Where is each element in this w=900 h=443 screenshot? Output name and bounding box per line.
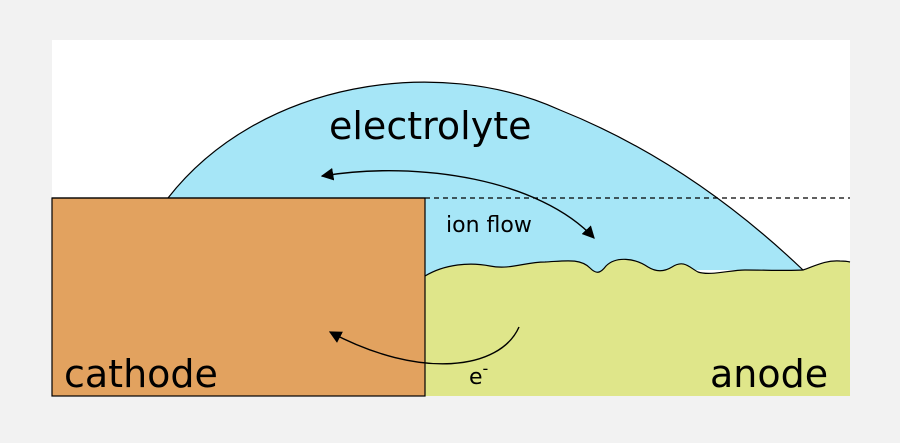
electrolyte-outline	[167, 81, 804, 271]
ion-flow-arrow	[320, 167, 595, 239]
ion-flow-label: ion flow	[446, 213, 532, 238]
electron-flow-arrow	[328, 326, 520, 365]
anode-region	[425, 259, 850, 396]
anode-surface-line	[424, 258, 851, 277]
electrolyte-label: electrolyte	[329, 104, 531, 148]
cathode-label: cathode	[64, 352, 218, 396]
electron-label: e-	[469, 359, 488, 390]
anode-label: anode	[710, 352, 828, 396]
electron-charge-superscript: -	[483, 359, 489, 378]
electron-symbol: e	[469, 365, 483, 390]
